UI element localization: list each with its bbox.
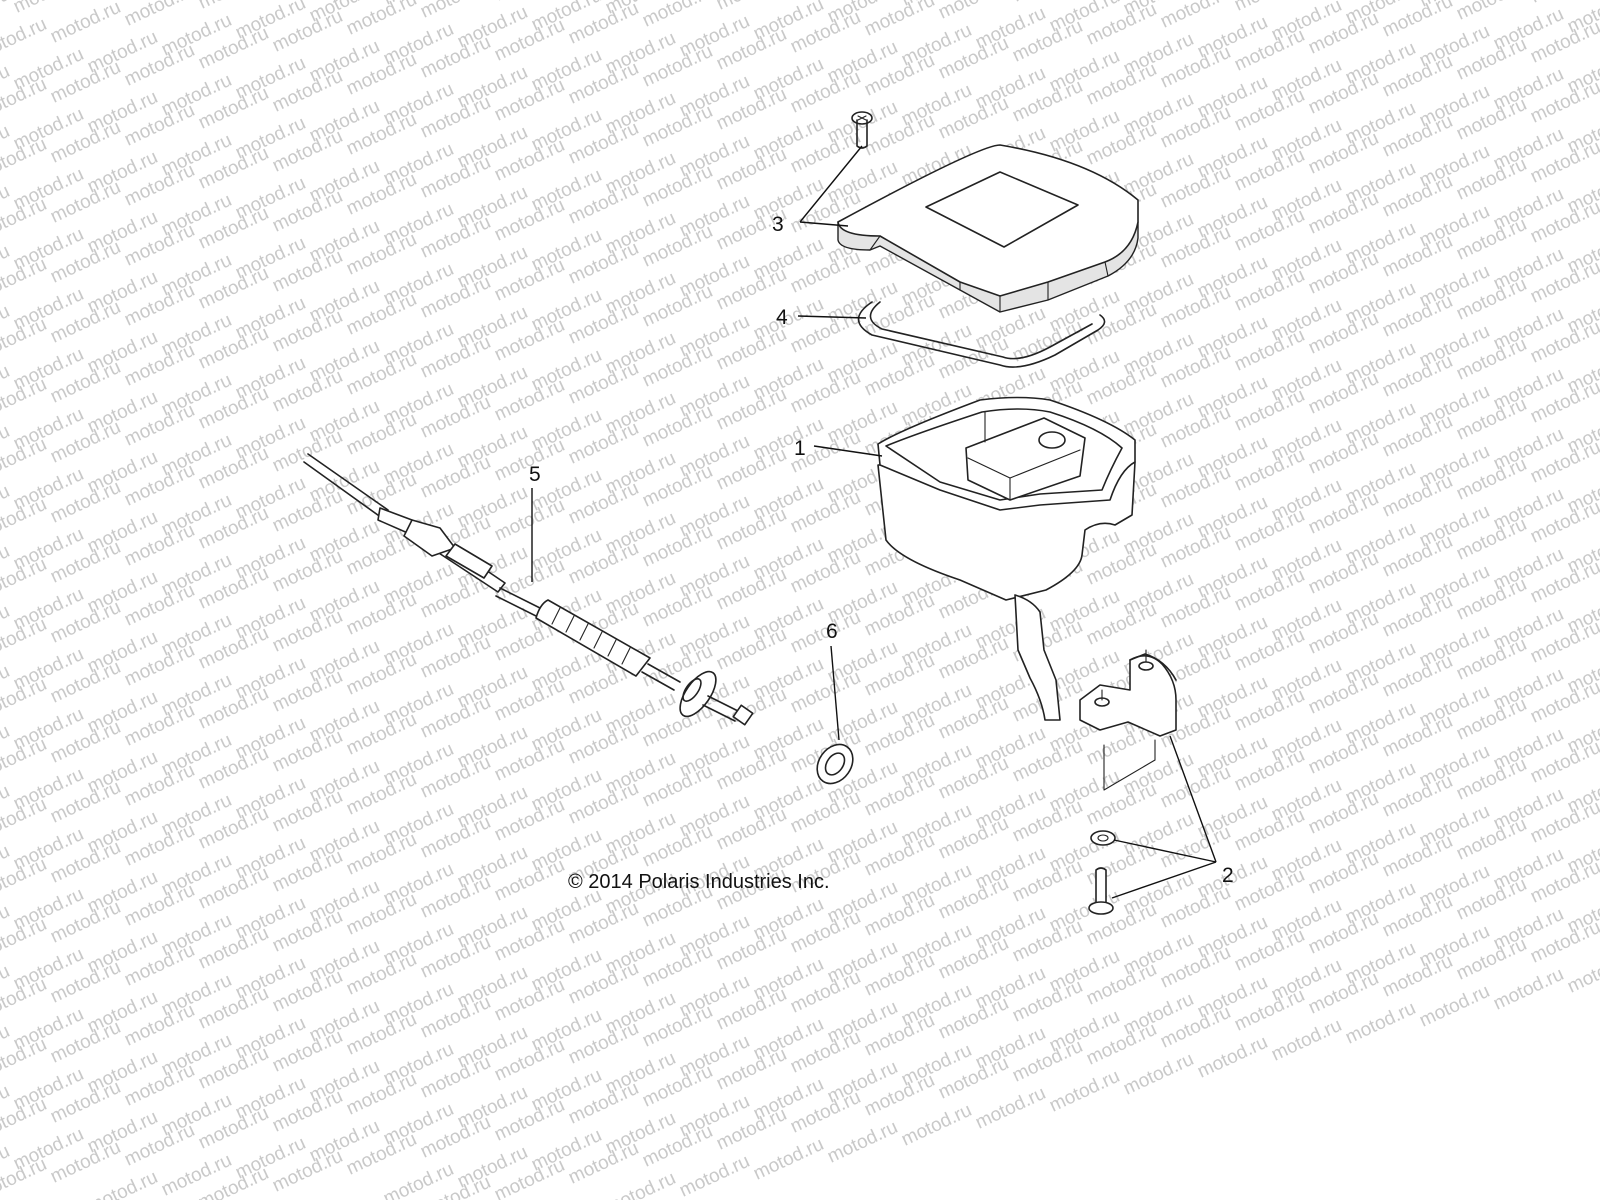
watermark-text: motod.ru	[1564, 947, 1600, 998]
callout-1: 1	[794, 437, 806, 460]
watermark-text: motod.ru	[1268, 1015, 1345, 1066]
callout-5: 5	[529, 463, 541, 486]
watermark-text: motod.ru	[676, 1151, 753, 1200]
watermark-text: motod.ru	[1342, 998, 1419, 1049]
callout-6: 6	[826, 620, 838, 643]
watermark-text: motod.ru	[935, 0, 1012, 24]
part-2-washer[interactable]	[1090, 830, 1116, 846]
watermark-text: motod.ru	[0, 14, 50, 65]
watermark-text: motod.ru	[1490, 964, 1567, 1015]
watermark-text: motod.ru	[121, 0, 198, 31]
copyright-text: © 2014 Polaris Industries Inc.	[568, 871, 830, 893]
watermark-text: motod.ru	[972, 1083, 1049, 1134]
watermark-text: motod.ru	[1157, 0, 1234, 33]
callout-4: 4	[776, 306, 788, 329]
watermark-text: motod.ru	[1416, 981, 1493, 1032]
watermark-text: motod.ru	[639, 0, 716, 32]
callout-2: 2	[1222, 864, 1234, 887]
watermark-text: motod.ru	[84, 1167, 161, 1200]
watermark-text: motod.ru	[1453, 0, 1530, 25]
watermark-text: motod.ru	[1046, 1066, 1123, 1117]
watermark-text: motod.ru	[47, 0, 124, 48]
watermark-text: motod.ru	[898, 1100, 975, 1151]
watermark-text: motod.ru	[602, 1168, 679, 1200]
watermark-text: motod.ru	[1120, 1049, 1197, 1100]
watermark-text: motod.ru	[824, 1117, 901, 1168]
watermark-text: motod.ru	[417, 0, 494, 23]
callout-3: 3	[772, 213, 784, 236]
watermark-text: motod.ru	[750, 1134, 827, 1185]
watermark-text: motod.ru	[1194, 1032, 1271, 1083]
